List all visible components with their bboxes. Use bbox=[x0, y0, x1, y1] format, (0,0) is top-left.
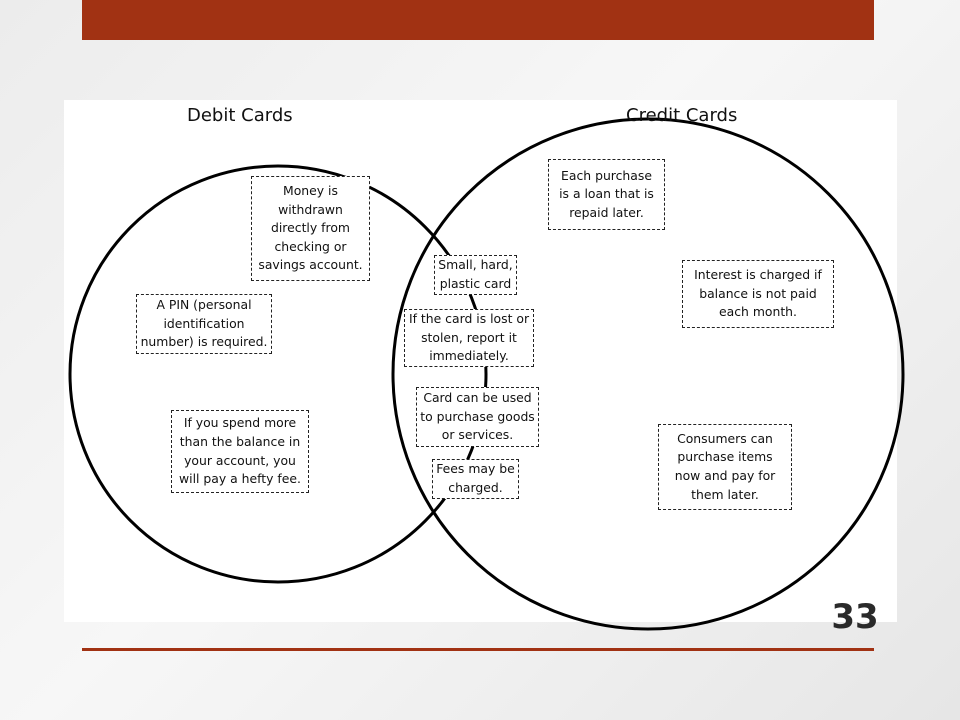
shared-fact-fees: Fees may be charged. bbox=[432, 459, 519, 499]
slide-number: 33 bbox=[831, 600, 879, 634]
credit-fact-pay-later-text: Consumers can purchase items now and pay… bbox=[674, 430, 776, 502]
shared-fact-plastic-card: Small, hard, plastic card bbox=[434, 255, 517, 295]
venn-diagram-panel: Debit Cards Credit Cards Money is withdr… bbox=[64, 100, 905, 631]
debit-cards-circle bbox=[68, 164, 488, 584]
credit-fact-interest-text: Interest is charged if balance is not pa… bbox=[694, 267, 822, 320]
debit-cards-title: Debit Cards bbox=[187, 105, 293, 126]
shared-fact-report-lost-text: If the card is lost or stolen, report it… bbox=[408, 311, 530, 364]
venn-circles bbox=[68, 117, 905, 631]
credit-fact-interest: Interest is charged if balance is not pa… bbox=[682, 260, 834, 328]
debit-fact-pin-text: A PIN (personal identification number) i… bbox=[140, 297, 268, 350]
credit-cards-title: Credit Cards bbox=[626, 105, 738, 126]
shared-fact-purchase-goods: Card can be used to purchase goods or se… bbox=[416, 387, 539, 447]
credit-fact-loan: Each purchase is a loan that is repaid l… bbox=[548, 159, 665, 230]
title-bar bbox=[82, 0, 874, 40]
shared-fact-report-lost: If the card is lost or stolen, report it… bbox=[404, 309, 534, 367]
footer-rule bbox=[82, 648, 874, 651]
credit-cards-circle bbox=[391, 117, 905, 631]
shared-fact-purchase-goods-text: Card can be used to purchase goods or se… bbox=[420, 390, 535, 443]
debit-fact-pin: A PIN (personal identification number) i… bbox=[136, 294, 272, 354]
debit-fact-withdrawn-text: Money is withdrawn directly from checkin… bbox=[258, 183, 363, 273]
shared-fact-fees-text: Fees may be charged. bbox=[436, 461, 515, 495]
debit-fact-overspend-fee: If you spend more than the balance in yo… bbox=[171, 410, 309, 493]
debit-fact-withdrawn: Money is withdrawn directly from checkin… bbox=[251, 176, 370, 281]
debit-fact-overspend-fee-text: If you spend more than the balance in yo… bbox=[179, 415, 301, 487]
credit-fact-loan-text: Each purchase is a loan that is repaid l… bbox=[559, 167, 654, 220]
credit-fact-pay-later: Consumers can purchase items now and pay… bbox=[658, 424, 792, 510]
shared-fact-plastic-card-text: Small, hard, plastic card bbox=[438, 257, 513, 291]
